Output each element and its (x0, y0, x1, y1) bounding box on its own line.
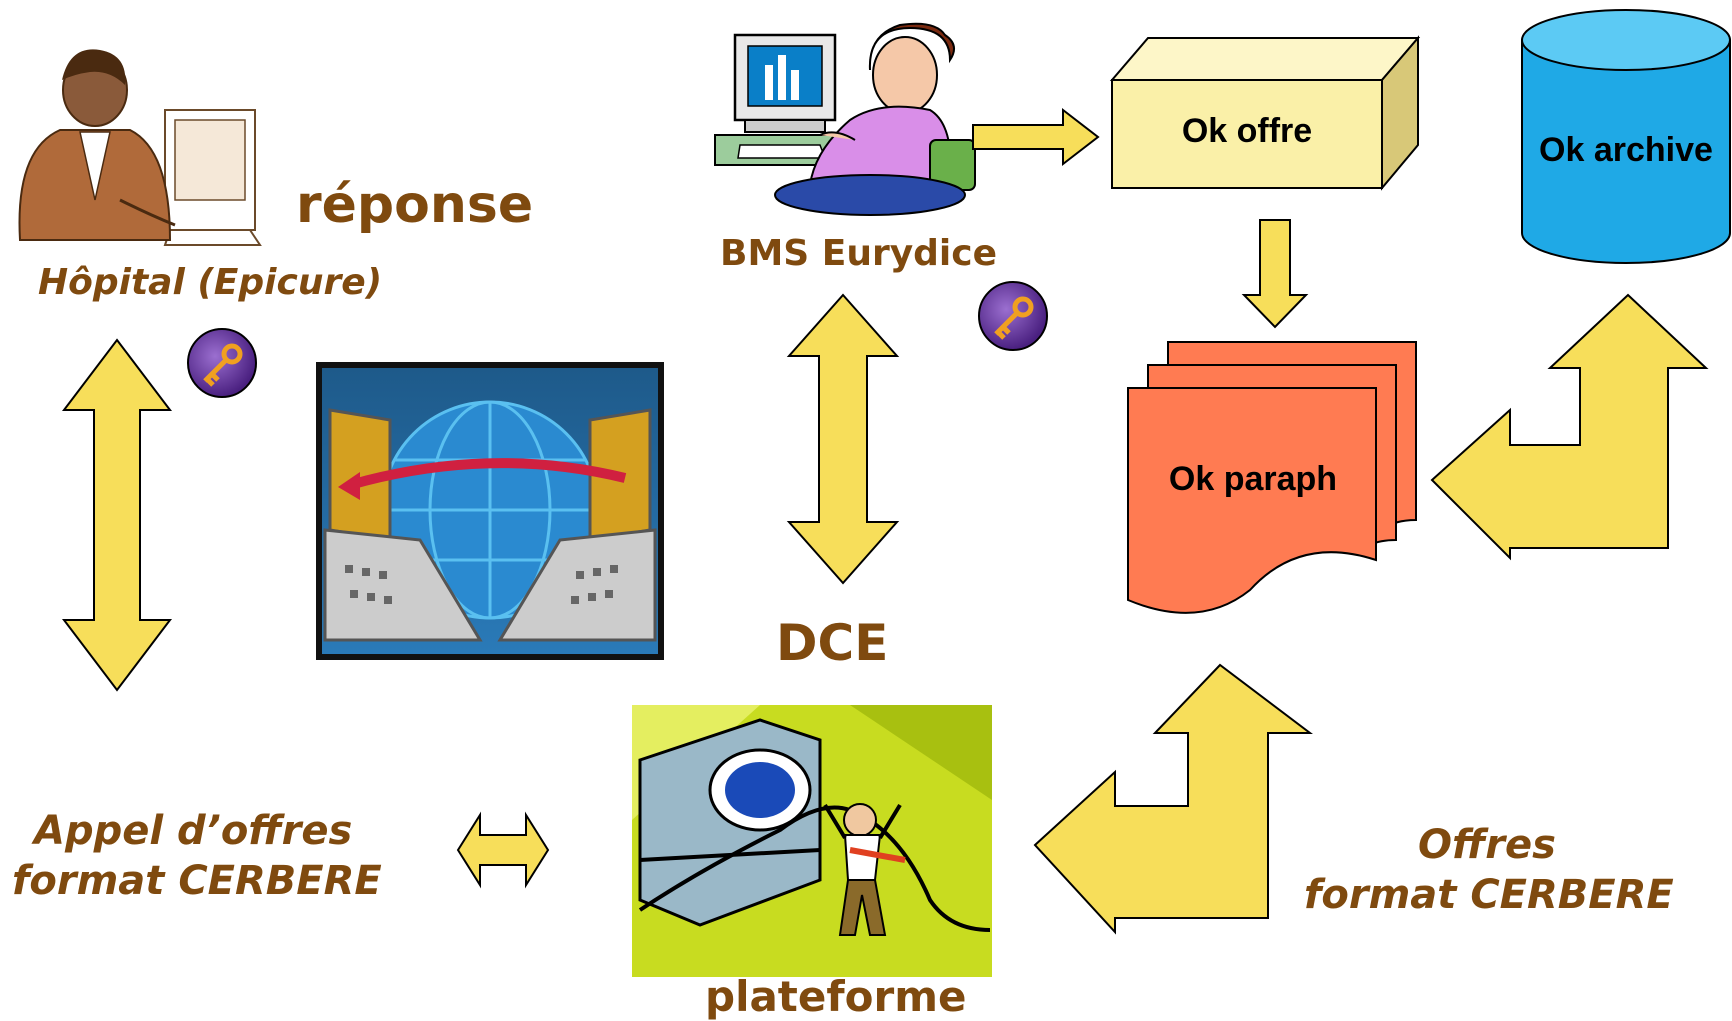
ok-archive-label: Ok archive (1539, 131, 1713, 169)
offres-label-line2: format CERBERE (1304, 872, 1674, 918)
arrow-appel-leftright (456, 811, 550, 889)
woman-computer-icon (714, 22, 976, 216)
ok-paraph-label: Ok paraph (1168, 460, 1338, 498)
arrow-to-ok-offre (972, 107, 1100, 167)
appel-label-line1: Appel d’offres (34, 808, 353, 854)
bms-label: BMS Eurydice (720, 233, 998, 274)
ok-archive-cylinder (1521, 9, 1731, 264)
key-icon (187, 328, 257, 398)
arrow-to-ok-paraph (1241, 219, 1309, 329)
arrow-bms-updown (786, 293, 900, 585)
network-globe-icon (316, 362, 664, 660)
office-worker-icon (18, 49, 262, 246)
ok-paraph-documents (1127, 341, 1417, 614)
appel-label-line2: format CERBERE (12, 858, 382, 904)
dce-label: DCE (776, 614, 889, 672)
plateforme-label: plateforme (705, 972, 967, 1021)
ok-offre-label: Ok offre (1181, 112, 1313, 150)
key-icon (978, 281, 1048, 351)
offres-label-line1: Offres (1418, 822, 1556, 868)
reponse-label: réponse (296, 175, 534, 235)
ok-offre-box (1109, 35, 1421, 191)
hospital-label: Hôpital (Epicure) (38, 262, 383, 303)
arrow-paraph-to-archive (1430, 293, 1709, 561)
arrow-hospital-updown (61, 338, 173, 692)
arrow-plateforme-to-paraph (1033, 663, 1313, 935)
platform-person-icon (632, 705, 992, 977)
